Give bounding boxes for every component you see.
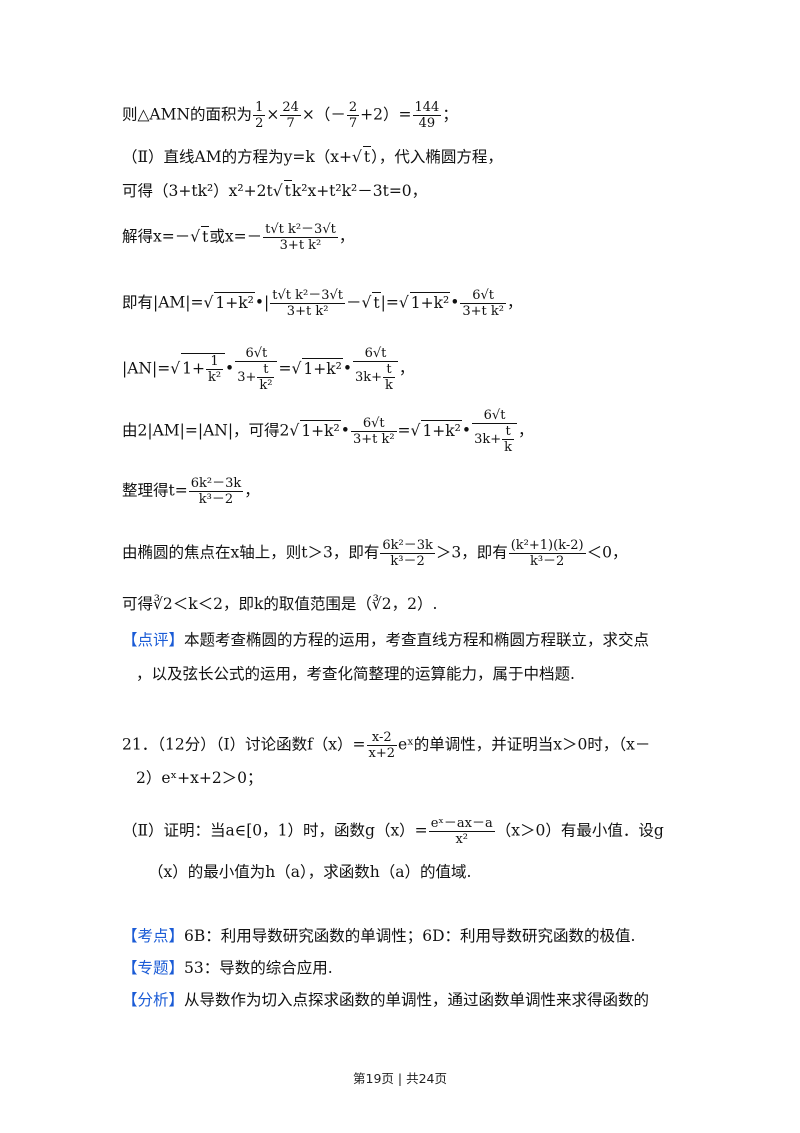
- line-comment-cont: ，以及弦长公式的运用，考查化简整理的运算能力，属于中档题.: [136, 665, 575, 683]
- line-zhuanti: 【专题】53：导数的综合应用.: [122, 959, 333, 977]
- line-part2-intro: （Ⅱ）直线AM的方程为y=k（x+√t），代入椭圆方程，: [122, 146, 503, 166]
- line-part2-problem-cont: （x）的最小值为h（a），求函数h（a）的值域.: [148, 863, 472, 881]
- line-fenxi: 【分析】从导数作为切入点探求函数的单调性，通过函数单调性来求得函数的: [122, 991, 650, 1009]
- line-kaodian: 【考点】6B：利用导数研究函数的单调性；6D：利用导数研究函数的极值.: [122, 927, 636, 945]
- zhuanti-tag: 【专题】: [122, 959, 185, 977]
- kaodian-tag: 【考点】: [122, 927, 185, 945]
- line-comment: 【点评】本题考查椭圆的方程的运用，考查直线方程和椭圆方程联立，求交点: [122, 631, 650, 649]
- line-problem21-cont: 2）eˣ+x+2＞0；: [136, 769, 263, 787]
- line-range: 可得∛2＜k＜2，即k的取值范围是（∛2，2）.: [122, 595, 438, 613]
- fenxi-tag: 【分析】: [122, 991, 185, 1009]
- line-quadratic: 可得（3+tk²）x²+2t√tk²x+t²k²－3t=0，: [122, 180, 428, 200]
- page-footer: 第19页 | 共24页: [353, 1071, 447, 1086]
- fraction: (k²+1)(k-2)k³－2: [508, 538, 586, 569]
- comment-tag: 【点评】: [122, 631, 185, 649]
